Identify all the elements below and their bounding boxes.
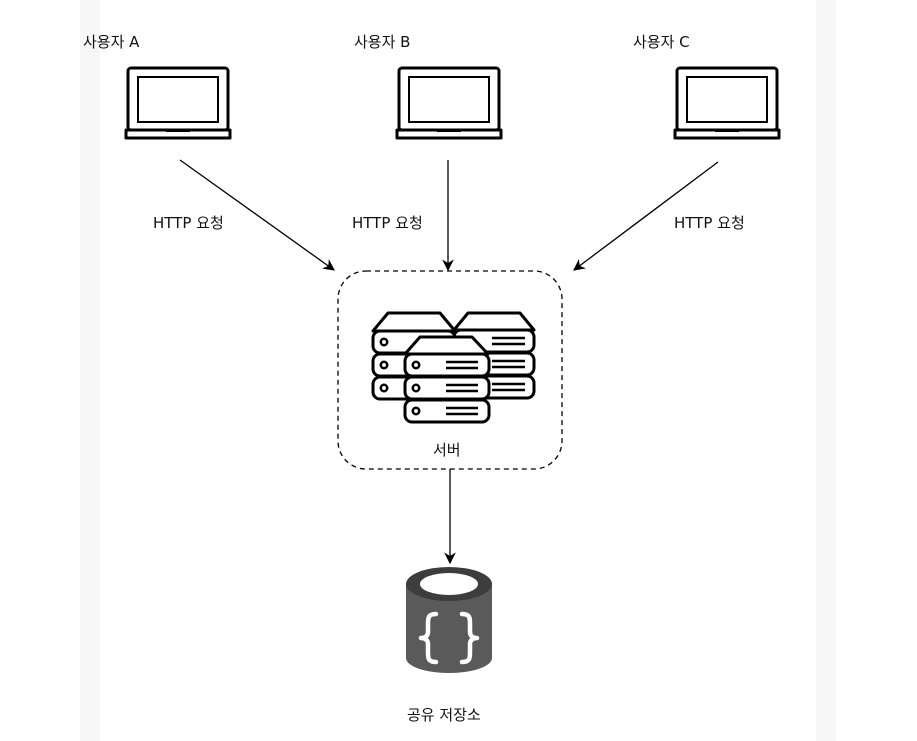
right-margin-band bbox=[816, 0, 836, 741]
storage-label: 공유 저장소 bbox=[407, 706, 481, 724]
arrow-user-c-to-server bbox=[573, 161, 719, 271]
user-c-label: 사용자 C bbox=[633, 33, 690, 51]
curly-braces-icon bbox=[418, 611, 480, 665]
server-group-box bbox=[337, 270, 563, 470]
laptop-icon-b bbox=[395, 66, 503, 140]
edge-label-a: HTTP 요청 bbox=[153, 214, 224, 232]
user-a-label: 사용자 A bbox=[83, 33, 140, 51]
database-icon bbox=[406, 567, 492, 673]
user-b-label: 사용자 B bbox=[354, 33, 411, 51]
arrow-user-a-to-server bbox=[179, 159, 335, 271]
laptop-icon-c bbox=[673, 66, 781, 140]
edge-label-c: HTTP 요청 bbox=[674, 214, 745, 232]
laptop-icon-a bbox=[124, 66, 232, 140]
server-label: 서버 bbox=[433, 441, 461, 459]
server-rack-icon bbox=[371, 311, 536, 424]
edge-label-b: HTTP 요청 bbox=[352, 214, 423, 232]
left-margin-band bbox=[80, 0, 100, 741]
